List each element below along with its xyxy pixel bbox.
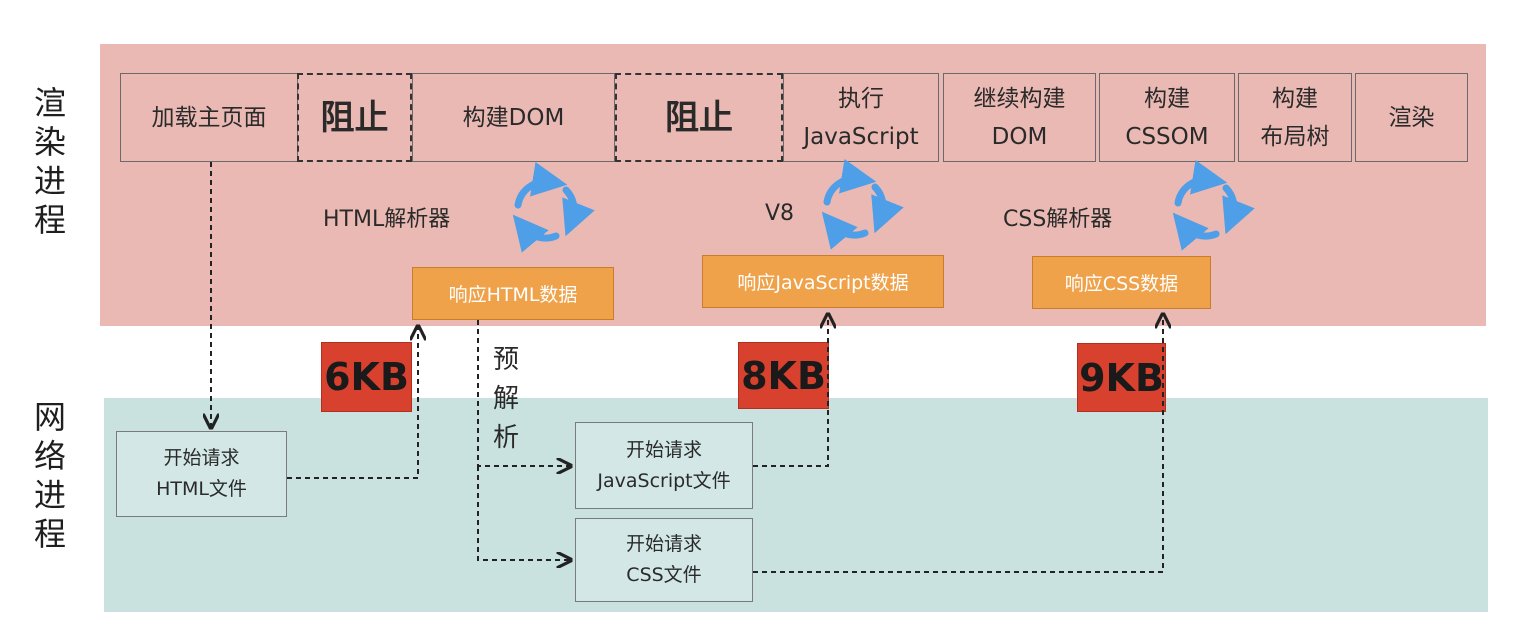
stage-continue-build-dom: 继续构建 DOM [943, 73, 1096, 162]
refresh-icon [1172, 159, 1255, 251]
arrow-js-response [753, 314, 828, 467]
stage-build-layout-tree: 构建 布局树 [1238, 73, 1352, 162]
v8-label: V8 [765, 201, 795, 226]
network-process-band [104, 398, 1488, 612]
arrow-preparse-to-js-request [477, 320, 571, 466]
refresh-icon [512, 161, 595, 253]
size-badge-js: 8KB [738, 342, 829, 409]
request-css-box: 开始请求 CSS文件 [575, 518, 753, 602]
response-html-box: 响应HTML数据 [412, 267, 614, 320]
stage-render: 渲染 [1355, 73, 1468, 162]
response-js-box: 响应JavaScript数据 [702, 255, 944, 308]
refresh-icon [821, 158, 904, 250]
arrow-css-response [753, 314, 1163, 573]
html-parser-label: HTML解析器 [323, 207, 451, 232]
stage-build-cssom: 构建 CSSOM [1099, 73, 1235, 162]
arrow-html-response [287, 326, 418, 479]
request-js-box: 开始请求 JavaScript文件 [575, 422, 753, 509]
request-html-box: 开始请求 HTML文件 [116, 431, 287, 517]
stage-build-dom: 构建DOM [412, 73, 615, 162]
network-process-label: 网 络 进 程 [33, 398, 66, 553]
response-css-box: 响应CSS数据 [1032, 256, 1211, 309]
arrow-preparse-to-css-request [477, 466, 571, 560]
stage-block-1: 阻止 [297, 73, 412, 162]
preparse-label: 预 解 析 [492, 345, 519, 453]
size-badge-html: 6KB [321, 342, 412, 412]
stage-block-2: 阻止 [615, 73, 783, 162]
css-parser-label: CSS解析器 [1003, 207, 1113, 232]
stage-execute-javascript: 执行 JavaScript [783, 73, 939, 162]
render-process-label: 渲 染 进 程 [33, 84, 66, 239]
size-badge-css: 9KB [1077, 343, 1166, 412]
